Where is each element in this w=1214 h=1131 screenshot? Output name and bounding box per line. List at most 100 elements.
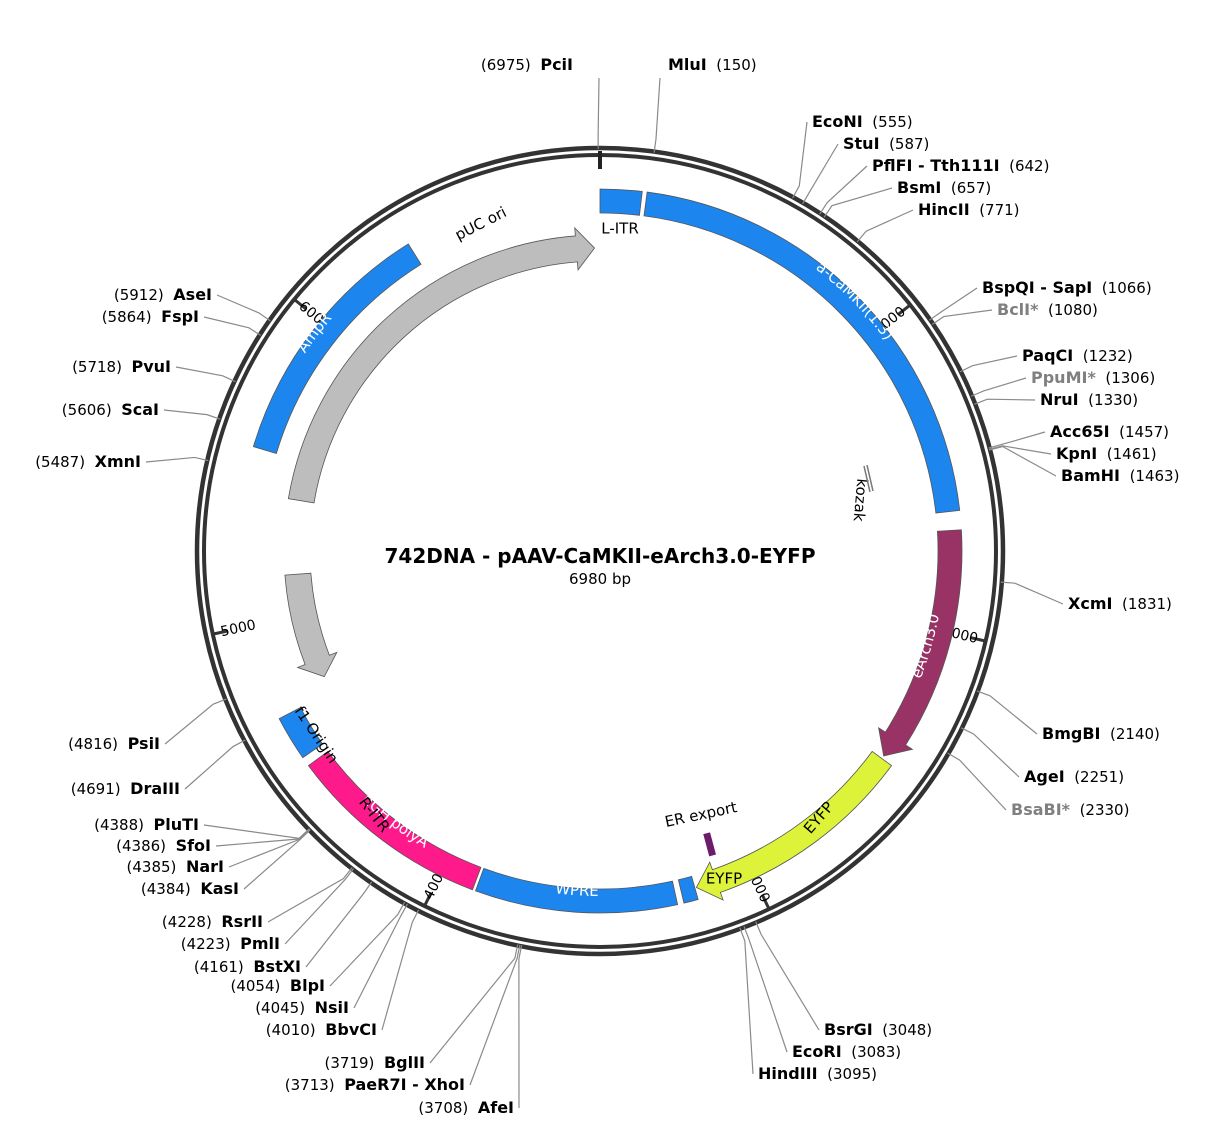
site-name: KasI [200, 879, 239, 898]
site-position: (4161) [194, 958, 244, 976]
site-name: PciI [540, 55, 573, 74]
restriction-site-label: HindIII (3095) [758, 1064, 877, 1083]
site-name: RsrII [221, 912, 263, 931]
site-leader [970, 377, 1027, 397]
pUC-ori-arrow [287, 226, 596, 504]
site-position: (3708) [418, 1099, 468, 1117]
site-leader [175, 366, 236, 383]
site-position: (1831) [1122, 595, 1172, 613]
hGH-polyA-block [307, 750, 482, 891]
site-leader [743, 926, 788, 1053]
site-position: (3713) [285, 1076, 335, 1094]
site-leader [856, 209, 914, 243]
site-leader [988, 431, 1046, 449]
L-ITR-block [599, 188, 643, 216]
site-name: ScaI [121, 400, 159, 419]
site-position: (4384) [141, 880, 191, 898]
restriction-site-label: (4045) NsiI [255, 998, 349, 1017]
site-leader [267, 867, 353, 923]
site-position: (5718) [72, 358, 122, 376]
restriction-site-label: (3719) BglII [325, 1053, 425, 1072]
site-name: BsmI [897, 178, 941, 197]
site-position: (642) [1009, 157, 1049, 175]
site-position: (657) [951, 179, 991, 197]
site-position: (150) [716, 56, 756, 74]
site-name: XmnI [95, 452, 141, 471]
site-position: (5606) [62, 401, 112, 419]
site-name: StuI [843, 134, 880, 153]
site-name: FspI [161, 307, 199, 326]
site-leader [988, 445, 1052, 455]
restriction-site-label: BsmI (657) [897, 178, 991, 197]
site-position: (3095) [827, 1065, 877, 1083]
site-position: (4691) [71, 780, 121, 798]
feature-label: WPRE [554, 879, 598, 900]
eArch3-arrow [878, 529, 963, 757]
scale-tick [761, 894, 771, 910]
site-leader [931, 309, 993, 325]
plasmid-title: 742DNA - pAAV-CaMKII-eArch3.0-EYFP [385, 544, 816, 568]
site-position: (1330) [1088, 391, 1138, 409]
EYFP-arrow [695, 750, 893, 901]
site-position: (6975) [481, 56, 531, 74]
site-name: HindIII [758, 1064, 818, 1083]
site-position: (4045) [255, 999, 305, 1017]
site-name: PmlI [240, 934, 280, 953]
site-leader [960, 727, 1020, 778]
site-leader [755, 921, 820, 1031]
plasmid-length: 6980 bp [569, 570, 631, 588]
a-CaMKII-block [643, 191, 961, 514]
restriction-site-label: BclI* (1080) [997, 300, 1098, 319]
site-name: EcoRI [792, 1042, 842, 1061]
site-leader [974, 398, 1036, 405]
site-leader [184, 739, 246, 790]
site-name: SfoI [176, 836, 211, 855]
site-position: (4054) [230, 977, 280, 995]
site-leader [792, 121, 808, 199]
restriction-site-label: BmgBI (2140) [1042, 724, 1160, 743]
site-leader [819, 165, 868, 215]
site-leader [203, 316, 262, 336]
backbone-outer-ring [194, 145, 1006, 957]
site-name: BglII [384, 1053, 425, 1072]
site-position: (1463) [1130, 467, 1180, 485]
restriction-site-label: BamHI (1463) [1061, 466, 1179, 485]
site-position: (2251) [1074, 768, 1124, 786]
site-leader [976, 690, 1038, 735]
site-leader [959, 355, 1018, 373]
site-leader [739, 927, 754, 1075]
restriction-site-label: (4386) SfoI [116, 836, 211, 855]
site-name: PvuI [132, 357, 172, 376]
site-leader [518, 945, 523, 1109]
restriction-site-label: AgeI (2251) [1024, 767, 1124, 786]
scale-tick [897, 303, 912, 316]
site-leader [928, 287, 978, 321]
site-position: (4223) [181, 935, 231, 953]
site-name: XhoI [424, 1075, 465, 1094]
restriction-site-label: (3708) AfeI [418, 1098, 514, 1117]
scale-tick [293, 298, 307, 311]
site-position: (555) [872, 113, 912, 131]
restriction-site-label: (3713) PaeR7I - XhoI [285, 1075, 465, 1094]
restriction-site-label: EcoRI (3083) [792, 1042, 901, 1061]
site-name: BsrGI [824, 1020, 873, 1039]
restriction-site-label: (5718) PvuI [72, 357, 171, 376]
site-name: BsaBI* [1011, 800, 1071, 819]
R-ITR-block [278, 707, 324, 759]
restriction-site-label: (5864) FspI [102, 307, 199, 326]
site-leader [802, 143, 839, 205]
scale-tick [970, 636, 986, 643]
restriction-site-label: (4816) PsiI [68, 734, 160, 753]
restriction-site-label: (4223) PmlI [181, 934, 280, 953]
restriction-site-label: HincII (771) [918, 200, 1020, 219]
site-position: (3083) [851, 1043, 901, 1061]
restriction-site-label: PpuMI* (1306) [1031, 368, 1155, 387]
site-name: BmgBI [1042, 724, 1100, 743]
site-name: KpnI [1056, 444, 1097, 463]
site-leader [353, 903, 408, 1009]
site-name: SapI [1053, 278, 1093, 297]
WPRE-block [474, 867, 679, 914]
site-name: PflFI [872, 156, 912, 175]
scale-tick [423, 891, 433, 907]
